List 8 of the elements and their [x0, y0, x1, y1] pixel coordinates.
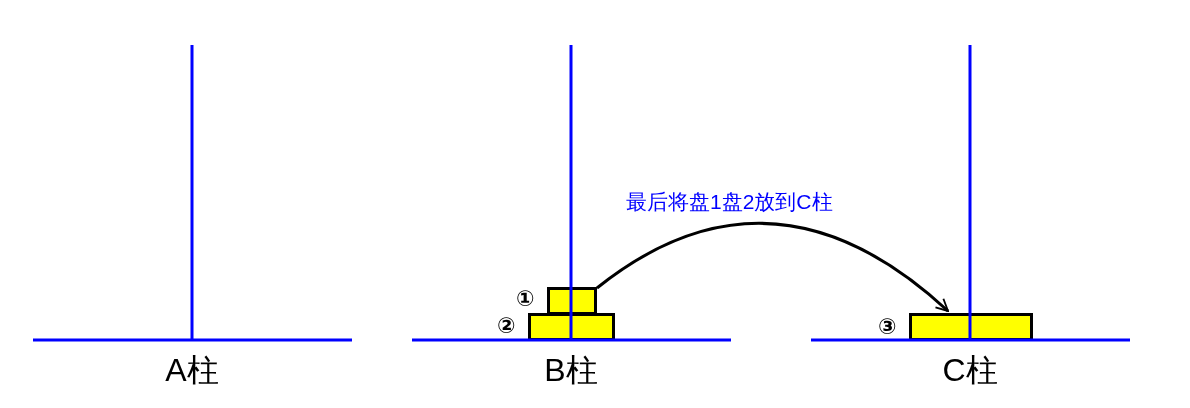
disk-number: ③: [878, 316, 897, 338]
arrow: [596, 222, 949, 313]
peg-label: A柱: [165, 352, 219, 388]
edge-label: 最后将盘1盘2放到C柱: [624, 190, 835, 214]
disk-number: ①: [516, 288, 535, 310]
peg-label: C柱: [942, 352, 998, 388]
peg-label: B柱: [544, 352, 598, 388]
disk-number: ②: [497, 315, 516, 337]
